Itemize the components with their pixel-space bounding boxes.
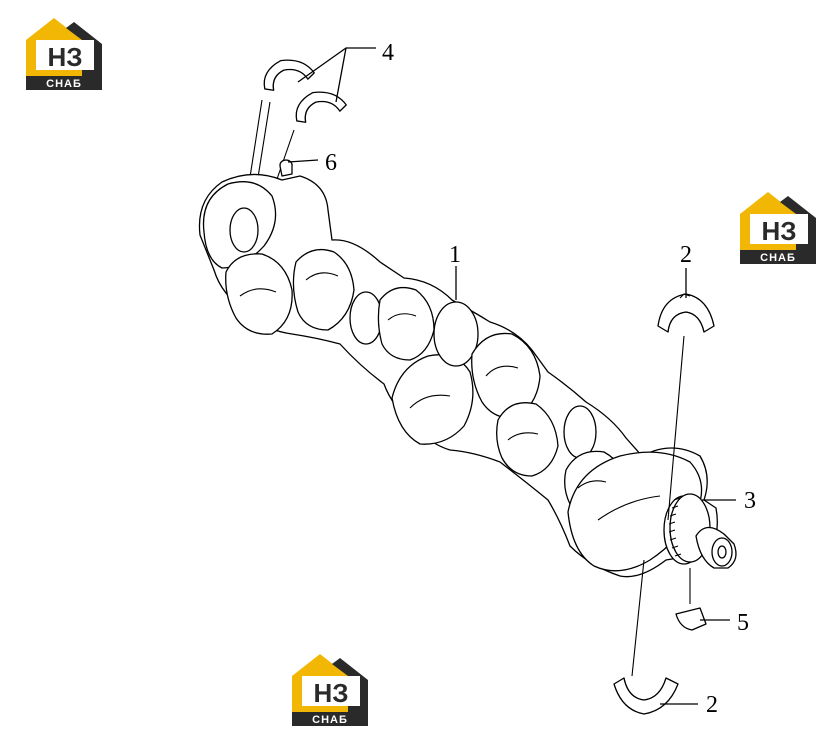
woodruff-key [675,568,707,631]
bearing-shell-upper [657,293,715,333]
dowel-pin [279,159,293,177]
crankshaft [198,173,718,578]
callout-6: 6 [325,150,337,176]
bearing-guide-lines [631,335,685,677]
brand-logo-bottom: НЗ СНАБ [292,654,368,726]
leader-4 [297,47,376,103]
brand-logo-top-left: НЗ СНАБ [26,18,102,90]
callout-2-lower: 2 [706,692,718,718]
callout-4: 4 [382,40,394,66]
bearing-shell-lower [613,677,679,715]
callout-5: 5 [737,610,749,636]
callout-2-upper: 2 [680,242,692,268]
shaft-end [695,526,737,569]
logo-letters: НЗ [761,216,796,246]
leader-6 [287,159,319,163]
brand-logo-right: НЗ СНАБ [740,192,816,264]
logo-letters: НЗ [47,42,82,72]
logo-letters: НЗ [313,678,348,708]
logo-caption: СНАБ [760,252,796,264]
thrust-washer-upper [257,51,317,94]
callout-1: 1 [449,242,461,268]
logo-caption: СНАБ [46,78,82,90]
callout-3: 3 [744,488,756,514]
logo-caption: СНАБ [312,714,348,726]
